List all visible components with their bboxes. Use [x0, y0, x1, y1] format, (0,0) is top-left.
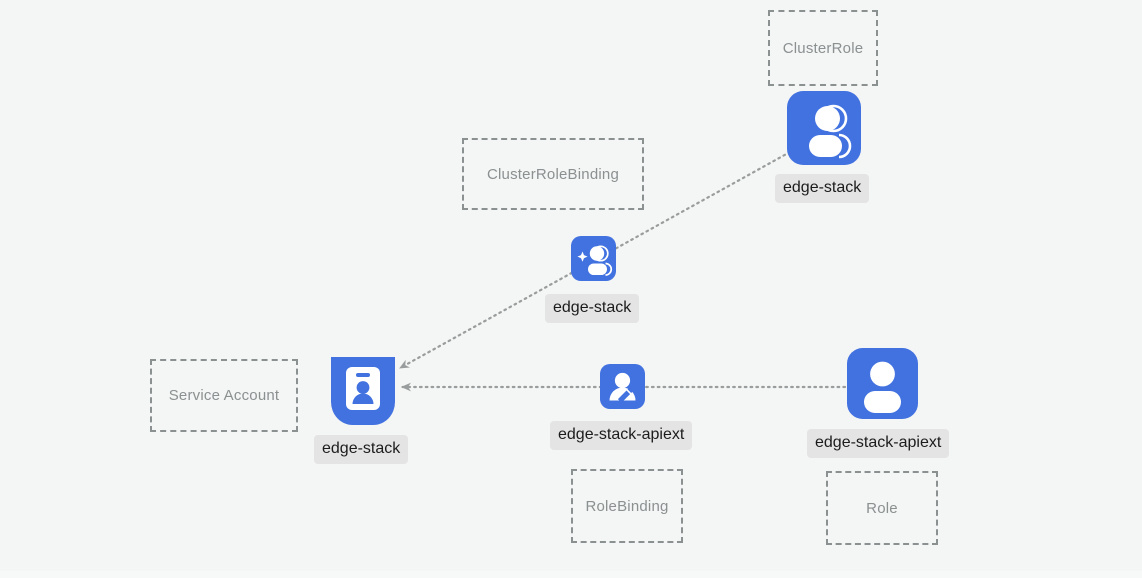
kind-box-label: ClusterRoleBinding [486, 165, 619, 183]
canvas-bottom-strip [0, 571, 1142, 578]
kind-box-label: Role [866, 499, 898, 517]
users-group-icon[interactable] [787, 91, 861, 165]
node-label-chip: edge-stack-apiext [550, 421, 693, 450]
kind-box-role: Role [826, 471, 938, 545]
user-icon[interactable] [847, 348, 918, 419]
node-label-chip: edge-stack [545, 294, 640, 323]
kind-box-label: Service Account [168, 387, 280, 404]
node-label-chip: edge-stack-apiext [807, 429, 950, 458]
kind-box-label: RoleBinding [585, 497, 669, 515]
kind-box-label: ClusterRole [782, 39, 864, 57]
user-edit-icon[interactable] [600, 364, 645, 409]
node-label-chip: edge-stack [314, 435, 409, 464]
kind-box-cluster-role-binding: ClusterRoleBinding [462, 138, 644, 210]
user-add-icon[interactable] [571, 236, 616, 281]
kind-box-role-binding: RoleBinding [571, 469, 683, 543]
kind-box-service-account: Service Account [150, 359, 298, 432]
node-label-chip: edge-stack [775, 174, 870, 203]
service-account-badge-icon[interactable] [331, 357, 395, 425]
kind-box-cluster-role: ClusterRole [768, 10, 878, 86]
